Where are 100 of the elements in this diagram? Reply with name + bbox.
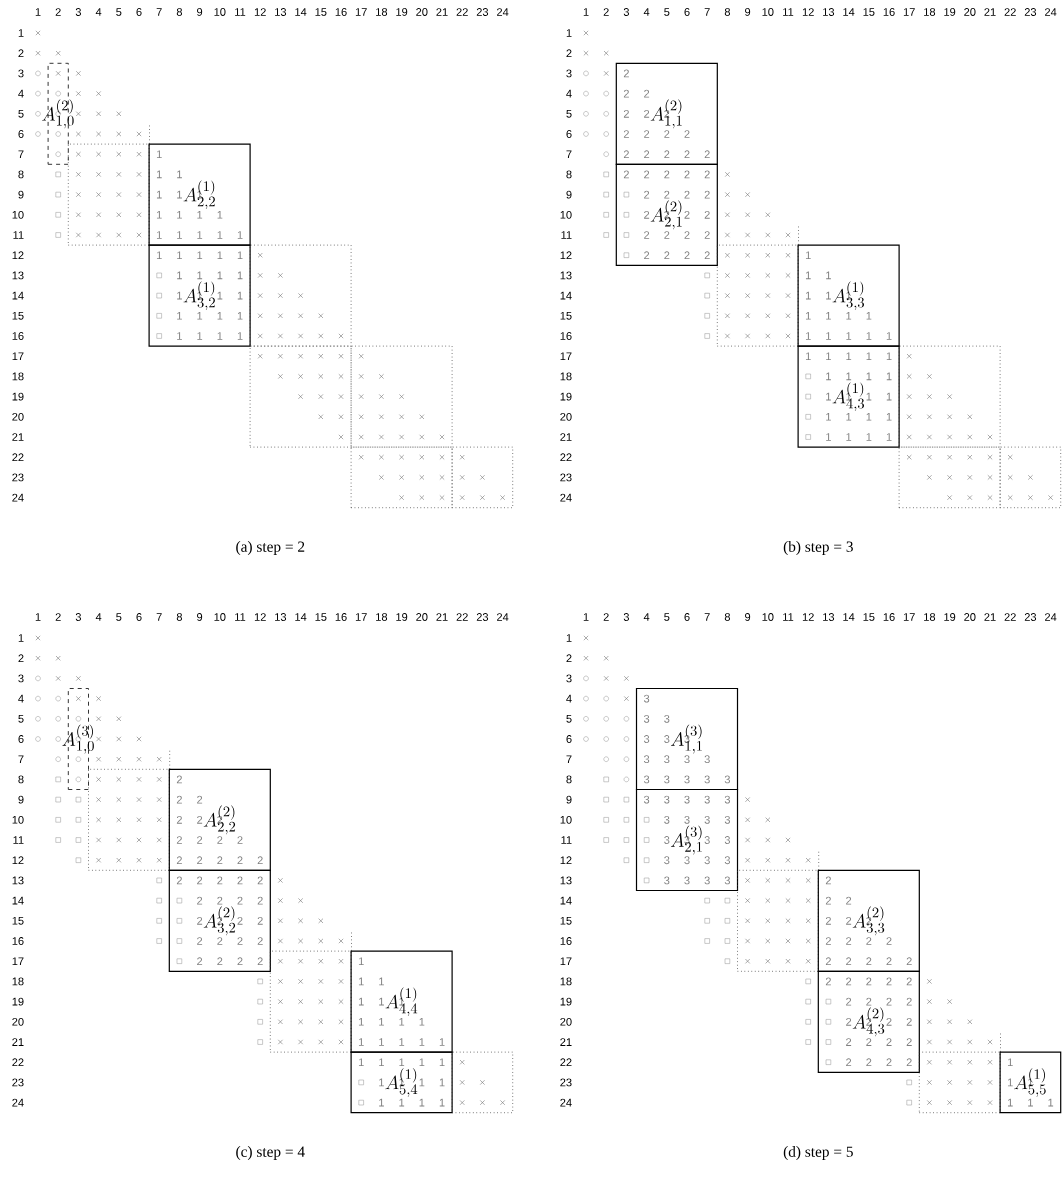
entry-value: 2 (644, 89, 650, 98)
entry-value: 2 (825, 896, 831, 905)
entry-value: 3 (704, 815, 710, 824)
entry-value: 2 (886, 977, 892, 986)
column-number: 17 (355, 8, 367, 16)
dotted-block (918, 1051, 1001, 1114)
row-number: 8 (566, 170, 572, 179)
entry-value: 2 (237, 896, 243, 905)
column-number: 22 (1004, 8, 1016, 16)
row-number: 10 (12, 815, 24, 824)
entry-value: 2 (217, 876, 223, 885)
entry-value: 2 (886, 937, 892, 945)
entry-value: 3 (664, 735, 670, 743)
entry-value: 1 (846, 372, 852, 381)
entry-value: 2 (704, 190, 710, 199)
entry-value: 2 (825, 957, 831, 966)
column-number: 16 (335, 613, 347, 621)
column-number: 7 (156, 8, 162, 16)
row-number: 7 (18, 755, 24, 763)
column-number: 6 (136, 613, 142, 621)
entry-value: 3 (724, 795, 730, 804)
entry-value: 1 (439, 1098, 445, 1107)
entry-value: 3 (704, 836, 710, 844)
row-number: 11 (561, 836, 572, 844)
entry-value: 1 (826, 332, 831, 340)
row-number: 14 (12, 291, 24, 300)
entry-value: 1 (866, 332, 872, 340)
entry-value: 2 (906, 1058, 912, 1067)
entry-value: 1 (846, 332, 852, 340)
row-number: 2 (18, 49, 24, 58)
entry-value: 2 (866, 957, 872, 966)
entry-value: 3 (704, 876, 710, 885)
entry-value: 1 (846, 352, 852, 360)
entry-value: 1 (419, 1078, 425, 1087)
column-number: 4 (643, 613, 650, 621)
column-number: 16 (883, 8, 895, 16)
entry-value: 1 (177, 251, 182, 259)
dotted-block (737, 869, 819, 972)
row-number: 1 (18, 29, 24, 37)
entry-value: 1 (886, 433, 892, 441)
entry-value: 2 (846, 937, 852, 945)
column-number: 21 (436, 8, 448, 16)
entry-value: 3 (684, 795, 690, 804)
entry-value: 2 (237, 876, 243, 885)
entry-value: 1 (419, 1038, 425, 1046)
entry-value: 3 (684, 775, 690, 784)
column-number: 7 (156, 613, 162, 621)
entry-value: 3 (664, 876, 670, 885)
column-number: 21 (436, 613, 448, 621)
entry-value: 1 (358, 1058, 364, 1066)
column-number: 15 (315, 613, 327, 621)
entry-value: 1 (379, 1038, 384, 1046)
row-number: 9 (566, 795, 572, 804)
entry-value: 2 (825, 977, 831, 986)
column-number: 14 (295, 8, 307, 16)
entry-value: 1 (217, 312, 223, 320)
row-number: 21 (12, 433, 24, 441)
row-number: 20 (560, 412, 572, 421)
column-number: 22 (456, 613, 468, 621)
row-number: 11 (13, 231, 24, 239)
column-number: 9 (197, 8, 203, 16)
entry-value: 2 (237, 836, 243, 844)
entry-value: 1 (177, 170, 182, 179)
entry-value: 1 (439, 1038, 445, 1046)
column-number: 12 (802, 613, 814, 621)
entry-value: 2 (176, 856, 182, 865)
entry-value: 3 (664, 836, 670, 844)
row-number: 4 (566, 89, 572, 98)
column-number: 20 (416, 8, 428, 16)
entry-value: 1 (177, 271, 182, 280)
column-number: 6 (684, 8, 690, 16)
entry-value: 2 (197, 815, 203, 824)
column-number: 12 (254, 613, 266, 621)
row-number: 19 (560, 997, 572, 1006)
entry-value: 1 (826, 413, 831, 421)
dotted-block (269, 950, 352, 1053)
entry-value: 2 (846, 977, 852, 986)
column-number: 24 (497, 613, 509, 621)
row-number: 12 (560, 856, 572, 865)
entry-value: 2 (684, 170, 690, 179)
entry-value: 2 (664, 251, 670, 260)
entry-value: 2 (846, 997, 852, 1006)
entry-value: 2 (906, 1017, 912, 1026)
row-number: 14 (560, 896, 572, 905)
entry-value: 1 (379, 1058, 384, 1066)
row-number: 14 (560, 291, 572, 300)
entry-value: 1 (237, 291, 243, 300)
column-number: 10 (762, 613, 774, 621)
row-number: 13 (560, 271, 572, 280)
row-number: 15 (560, 916, 572, 925)
row-number: 2 (18, 654, 24, 663)
entry-value: 3 (724, 815, 730, 824)
row-number: 3 (566, 69, 572, 78)
entry-value: 1 (846, 413, 852, 421)
row-number: 24 (12, 1098, 24, 1107)
entry-value: 3 (664, 775, 670, 784)
row-number: 17 (12, 352, 24, 360)
entry-value: 2 (644, 109, 650, 118)
entry-value: 3 (724, 876, 730, 885)
row-number: 9 (18, 795, 24, 804)
